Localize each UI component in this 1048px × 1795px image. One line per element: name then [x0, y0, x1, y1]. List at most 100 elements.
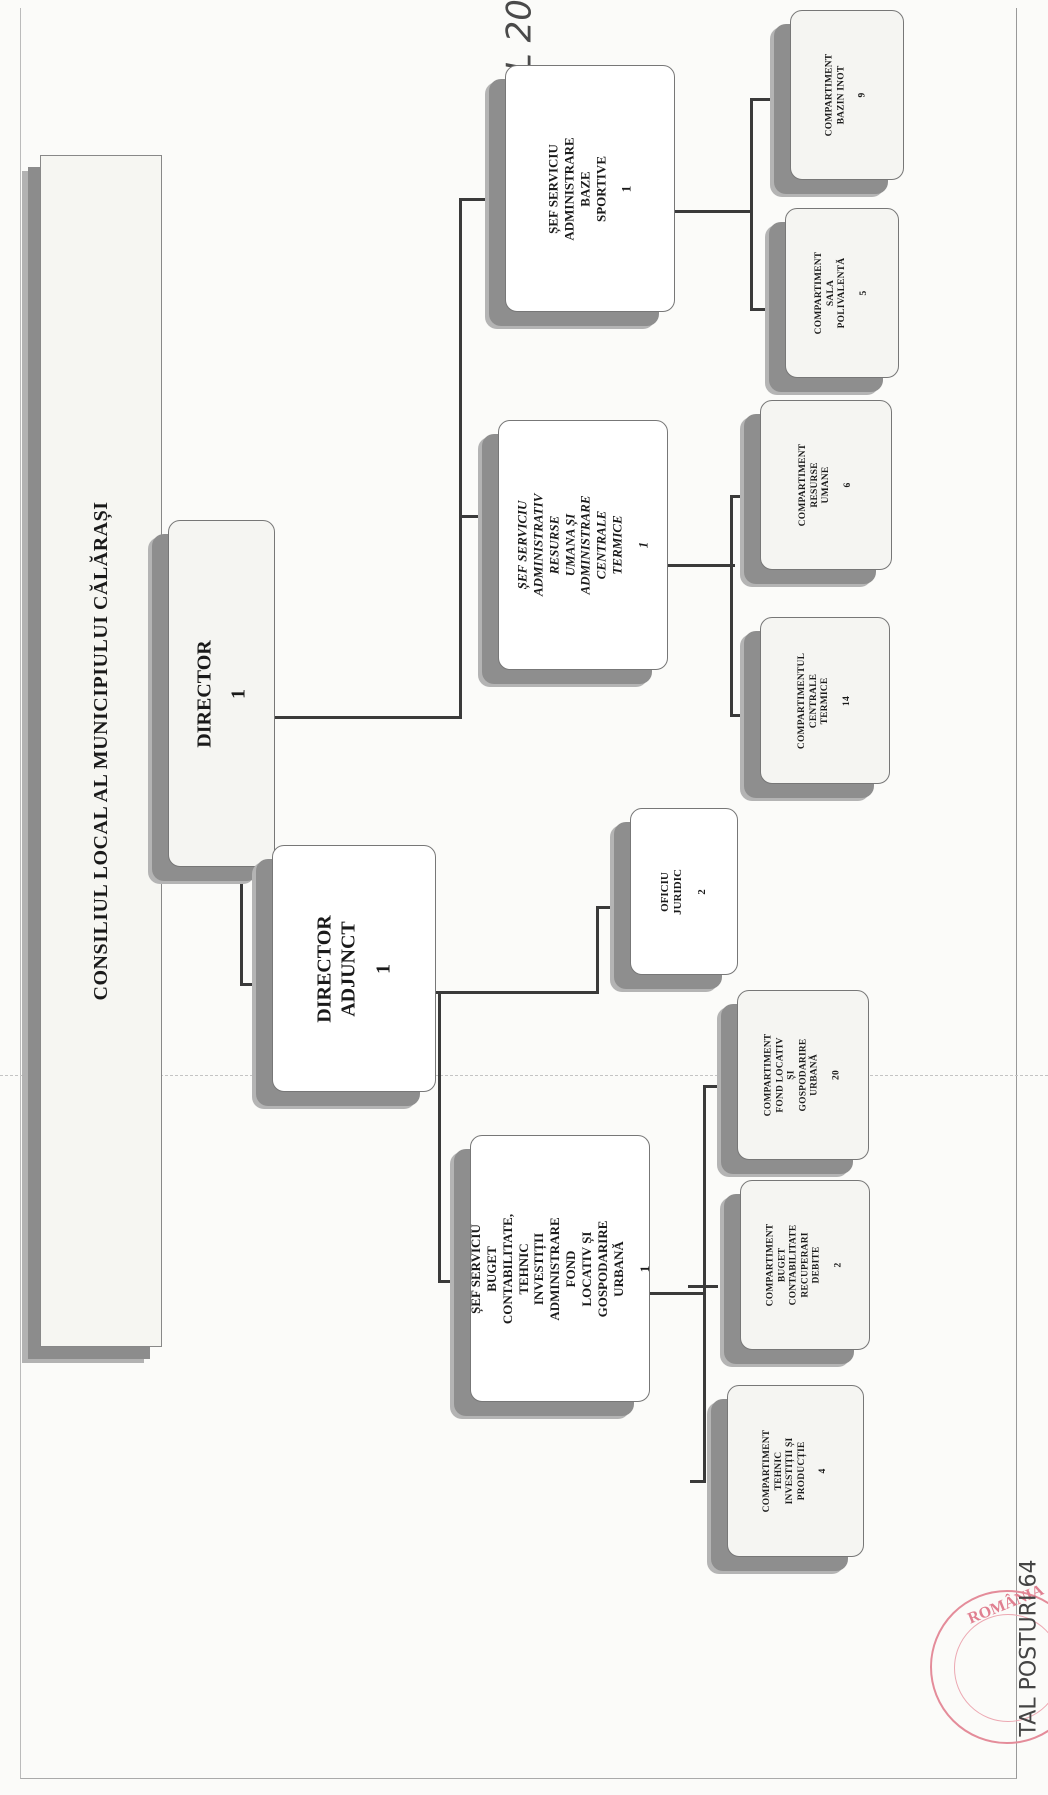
- comp-buget-line5: DEBITE: [811, 1246, 822, 1284]
- comp-centrale-box: COMPARTIMENTUL CENTRALE TERMICE 14: [760, 617, 890, 784]
- sef-admin-line3: UMANA ȘI ADMINISTRARE: [562, 495, 593, 595]
- sef-buget-text: ȘEF SERVICIU BUGET CONTABILITATE, TEHNIC…: [468, 1213, 652, 1323]
- comp-buget-line1: COMPARTIMENT: [765, 1223, 776, 1307]
- oficiu-juridic-box: OFICIU JURIDIC 2: [630, 808, 738, 975]
- connector-admin-vertical: [730, 495, 733, 717]
- comp-fond-line2: FOND LOCATIV ȘI: [774, 1037, 797, 1113]
- connector-oficiu-vertical: [596, 906, 599, 994]
- oficiu-juridic-text: OFICIU JURIDIC 2: [659, 865, 709, 918]
- director-text: DIRECTOR 1: [192, 640, 251, 747]
- connector-to-sef-baze: [459, 198, 519, 201]
- connector-to-comp-tehnic: [690, 1480, 706, 1483]
- comp-sala-line2: SALA POLIVALENTĂ: [825, 257, 847, 329]
- sef-baze-line1: ȘEF SERVICIU: [545, 143, 561, 234]
- comp-centrale-line2: CENTRALE TERMICE: [808, 673, 830, 728]
- comp-fond-text: COMPARTIMENT FOND LOCATIV ȘI GOSPODARIRE…: [763, 1034, 842, 1117]
- comp-centrale-line1: COMPARTIMENTUL: [796, 652, 807, 749]
- connector-to-comp-fond: [703, 1085, 737, 1088]
- connector-director-to-adjunct: [240, 845, 243, 985]
- comp-buget-line4: RECUPERARI: [800, 1232, 810, 1298]
- sef-baze-line2: ADMINISTRARE BAZE: [561, 136, 593, 241]
- comp-tehnic-line4: PRODUCȚIE: [796, 1441, 807, 1501]
- connector-adjunct-down: [438, 993, 441, 1283]
- comp-fond-line4: URBANĂ: [809, 1054, 820, 1096]
- connector-director-right: [272, 716, 462, 719]
- sef-baze-line3: SPORTIVE: [592, 155, 608, 222]
- sef-buget-line4: ADMINISTRARE FOND: [547, 1216, 578, 1321]
- comp-fond-box: COMPARTIMENT FOND LOCATIV ȘI GOSPODARIRE…: [737, 990, 869, 1160]
- connector-baze-out: [668, 210, 753, 213]
- comp-resurse-box: COMPARTIMENT RESURSE UMANE 6: [760, 400, 892, 570]
- sef-buget-line5: LOCATIV ȘI GOSPODARIRE: [578, 1220, 610, 1317]
- comp-bazin-line2: BAZIN INOT: [836, 65, 847, 125]
- oficiu-juridic-title: OFICIU JURIDIC: [658, 868, 685, 915]
- comp-resurse-count: 6: [842, 482, 853, 488]
- connector-buget-out: [648, 1292, 706, 1295]
- comp-centrale-count: 14: [841, 695, 852, 706]
- connector-adjunct-right: [433, 991, 599, 994]
- comp-buget-box: COMPARTIMENT BUGET CONTABILITATE RECUPER…: [740, 1180, 870, 1350]
- connector-to-comp-buget: [688, 1285, 718, 1288]
- comp-bazin-count: 9: [857, 92, 868, 98]
- connector-to-sef-admin: [459, 515, 499, 518]
- council-title: CONSILIUL LOCAL AL MUNICIPIULUI CĂLĂRAȘI: [89, 501, 112, 1001]
- comp-resurse-line1: COMPARTIMENT: [797, 443, 808, 527]
- sef-baze-text: ȘEF SERVICIU ADMINISTRARE BAZE SPORTIVE …: [545, 137, 634, 240]
- sef-buget-line2: BUGET CONTABILITATE,: [483, 1213, 515, 1324]
- sef-buget-line6: URBANĂ: [610, 1240, 626, 1297]
- scan-fold-line: [0, 1075, 1048, 1076]
- comp-tehnic-text: COMPARTIMENT TEHNIC INVESTIȚII ȘI PRODUC…: [762, 1430, 830, 1513]
- director-count: 1: [227, 688, 250, 699]
- page-frame: [20, 8, 1017, 1779]
- connector-to-comp-bazin: [750, 98, 790, 101]
- connector-to-comp-sala: [750, 308, 772, 311]
- sef-buget-box: ȘEF SERVICIU BUGET CONTABILITATE, TEHNIC…: [468, 1135, 652, 1402]
- stamp-inner-ring: [954, 1614, 1048, 1722]
- sef-admin-text: ȘEF SERVICIU ADMINISTRATIV RESURSE UMANA…: [514, 493, 652, 597]
- comp-tehnic-count: 4: [817, 1468, 828, 1474]
- footer-total: TAL POSTURI 64: [1012, 1500, 1048, 1795]
- connector-admin-out: [665, 564, 735, 567]
- sef-admin-line2: ADMINISTRATIV RESURSE: [530, 493, 562, 597]
- director-box: DIRECTOR 1: [168, 520, 275, 867]
- director-title: DIRECTOR: [193, 639, 216, 748]
- comp-tehnic-line3: INVESTIȚII ȘI: [784, 1437, 795, 1505]
- council-box: CONSILIUL LOCAL AL MUNICIPIULUI CĂLĂRAȘI: [40, 155, 162, 1347]
- connector-director-vertical: [459, 198, 462, 719]
- connector-to-comp-resurse: [730, 495, 748, 498]
- director-adjunct-count: 1: [372, 963, 395, 974]
- connector-director-adjunct-h: [240, 983, 270, 986]
- comp-sala-count: 5: [858, 290, 869, 296]
- comp-resurse-line2: RESURSE UMANE: [809, 462, 831, 508]
- sef-buget-line1: ȘEF SERVICIU: [467, 1223, 483, 1314]
- sef-baze-count: 1: [618, 185, 634, 192]
- comp-bazin-box: COMPARTIMENT BAZIN INOT 9: [790, 10, 904, 180]
- comp-tehnic-box: COMPARTIMENT TEHNIC INVESTIȚII ȘI PRODUC…: [727, 1385, 864, 1557]
- comp-sala-line1: COMPARTIMENT: [813, 251, 824, 335]
- connector-buget-vertical: [703, 1085, 706, 1482]
- sef-admin-line1: ȘEF SERVICIU: [514, 500, 530, 590]
- connector-to-comp-centrale: [730, 714, 742, 717]
- comp-buget-text: COMPARTIMENT BUGET CONTABILITATE RECUPER…: [765, 1224, 844, 1307]
- footer-text: TAL POSTURI 64: [1016, 1559, 1042, 1736]
- comp-buget-line2: BUGET: [776, 1247, 787, 1283]
- connector-to-oficiu: [596, 906, 612, 909]
- comp-bazin-text: COMPARTIMENT BAZIN INOT 9: [825, 54, 870, 137]
- comp-sala-box: COMPARTIMENT SALA POLIVALENTĂ 5: [785, 208, 899, 378]
- comp-tehnic-line1: COMPARTIMENT: [761, 1429, 772, 1513]
- sef-admin-count: 1: [635, 541, 651, 549]
- comp-bazin-line1: COMPARTIMENT: [824, 53, 835, 137]
- director-adjunct-line2: ADJUNCT: [337, 920, 360, 1017]
- comp-buget-count: 2: [833, 1262, 844, 1268]
- sef-buget-line3: TEHNIC INVESTIȚII: [515, 1232, 547, 1305]
- oficiu-juridic-count: 2: [695, 888, 708, 895]
- connector-baze-vertical: [750, 98, 753, 310]
- comp-centrale-text: COMPARTIMENTUL CENTRALE TERMICE 14: [797, 652, 853, 748]
- comp-fond-count: 20: [831, 1070, 842, 1080]
- sef-admin-box: ȘEF SERVICIU ADMINISTRATIV RESURSE UMANA…: [498, 420, 668, 670]
- sef-baze-box: ȘEF SERVICIU ADMINISTRARE BAZE SPORTIVE …: [505, 65, 675, 312]
- comp-buget-line3: CONTABILITATE: [788, 1224, 799, 1306]
- comp-fond-line3: GOSPODARIRE: [798, 1038, 808, 1112]
- comp-tehnic-line2: TEHNIC: [773, 1451, 784, 1491]
